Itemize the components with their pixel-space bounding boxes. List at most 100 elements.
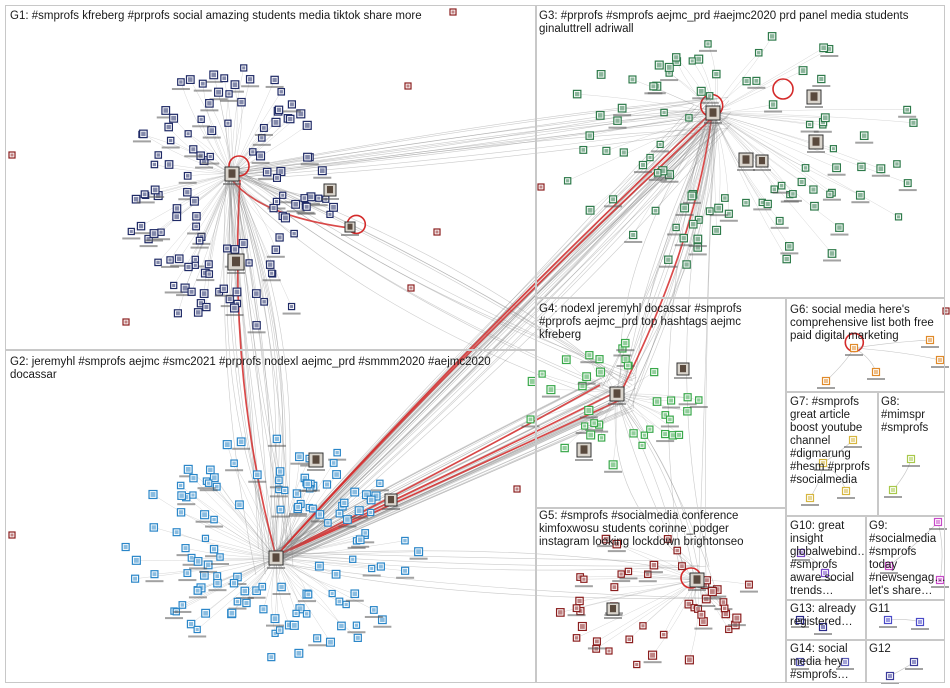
node-fill (562, 445, 567, 451)
node-caption-mark (612, 580, 631, 583)
node-fill (254, 291, 259, 296)
node-caption-mark (604, 617, 622, 619)
node-fill (574, 91, 580, 97)
edge (589, 112, 714, 211)
node-caption-mark (929, 528, 947, 530)
node-fill (293, 202, 298, 207)
edge (853, 347, 941, 361)
edge (621, 109, 715, 384)
node-fill (912, 660, 916, 664)
node-fill (701, 619, 706, 624)
node-fill (823, 571, 827, 575)
node-fill (317, 512, 323, 517)
node-caption-mark (753, 208, 772, 211)
node-fill (803, 166, 808, 170)
node-fill (298, 111, 304, 117)
node-fill (699, 612, 704, 617)
node-caption-mark (248, 480, 267, 483)
node-fill (226, 121, 230, 125)
node-caption-mark (667, 233, 686, 236)
edge (277, 122, 719, 562)
node-fill (232, 305, 237, 311)
node-fill (706, 42, 710, 46)
node-caption-mark (662, 406, 681, 409)
node-caption-mark (567, 614, 586, 617)
node-fill (208, 467, 213, 473)
node-caption-mark (193, 89, 212, 92)
node-caption-mark (188, 635, 207, 638)
node-fill (199, 117, 203, 121)
node-fill (151, 525, 156, 530)
node-fill (635, 662, 639, 667)
node-fill (716, 205, 722, 211)
node-fill (747, 582, 751, 587)
node-caption-mark (660, 180, 679, 183)
node-fill (238, 439, 244, 445)
node-fill (222, 76, 227, 81)
node-fill (651, 562, 657, 568)
node-caption-mark (737, 169, 755, 171)
node-fill (905, 107, 910, 112)
edge (236, 128, 729, 179)
edge (275, 557, 353, 560)
node-caption-mark (132, 140, 151, 143)
node-fill (304, 612, 309, 616)
edge (270, 104, 695, 556)
node-fill (675, 548, 679, 553)
node-caption-mark (674, 377, 692, 379)
group-box-g3: G3: #prprofs #smprofs aejmc_prd #aejmc20… (536, 5, 945, 298)
node-fill (665, 537, 670, 541)
node-caption-mark (214, 294, 233, 297)
edge (712, 112, 790, 247)
node-caption-mark (879, 626, 897, 628)
edge (270, 379, 599, 554)
edge (580, 576, 698, 581)
node-fill (451, 10, 455, 14)
edge (275, 551, 419, 559)
node-fill (308, 487, 312, 491)
node-fill (936, 520, 940, 524)
node-caption-mark (205, 555, 224, 558)
node-fill (689, 193, 695, 199)
node-fill (278, 169, 284, 174)
node-fill (227, 297, 232, 302)
node-fill (603, 536, 609, 542)
node-caption-mark (321, 198, 339, 200)
node-caption-mark (698, 49, 717, 52)
node-fill (406, 84, 410, 88)
node-caption-mark (382, 508, 400, 510)
node-caption-mark (282, 312, 301, 315)
node-fill (180, 603, 185, 607)
node-fill (352, 591, 357, 596)
node-fill (734, 615, 740, 621)
node-caption-mark (772, 191, 791, 194)
node-fill (278, 628, 282, 632)
node-fill (271, 206, 276, 211)
node-fill (852, 346, 856, 350)
node-fill (821, 120, 826, 125)
node-fill (317, 563, 322, 569)
node-fill (272, 616, 278, 621)
node-caption-mark (298, 489, 317, 492)
node-caption-mark (521, 425, 540, 428)
node-fill (597, 357, 602, 362)
edge (275, 557, 342, 627)
node-caption-mark (269, 495, 288, 498)
node-fill (409, 286, 413, 290)
node-fill (754, 78, 759, 83)
node-caption-mark (136, 201, 155, 204)
group-label-g1: G1: #smprofs kfreberg #prprofs social am… (10, 10, 422, 22)
edge (271, 410, 604, 564)
node-fill (344, 602, 348, 607)
edge (712, 112, 806, 169)
edge (278, 107, 724, 557)
node-caption-mark (660, 425, 679, 428)
edge (173, 173, 233, 286)
node-fill (627, 637, 632, 642)
edge (275, 510, 360, 559)
node-fill (798, 618, 802, 622)
node-fill (306, 592, 311, 597)
node-caption-mark (220, 99, 239, 102)
node-fill (658, 142, 662, 146)
node-fill (289, 102, 294, 107)
